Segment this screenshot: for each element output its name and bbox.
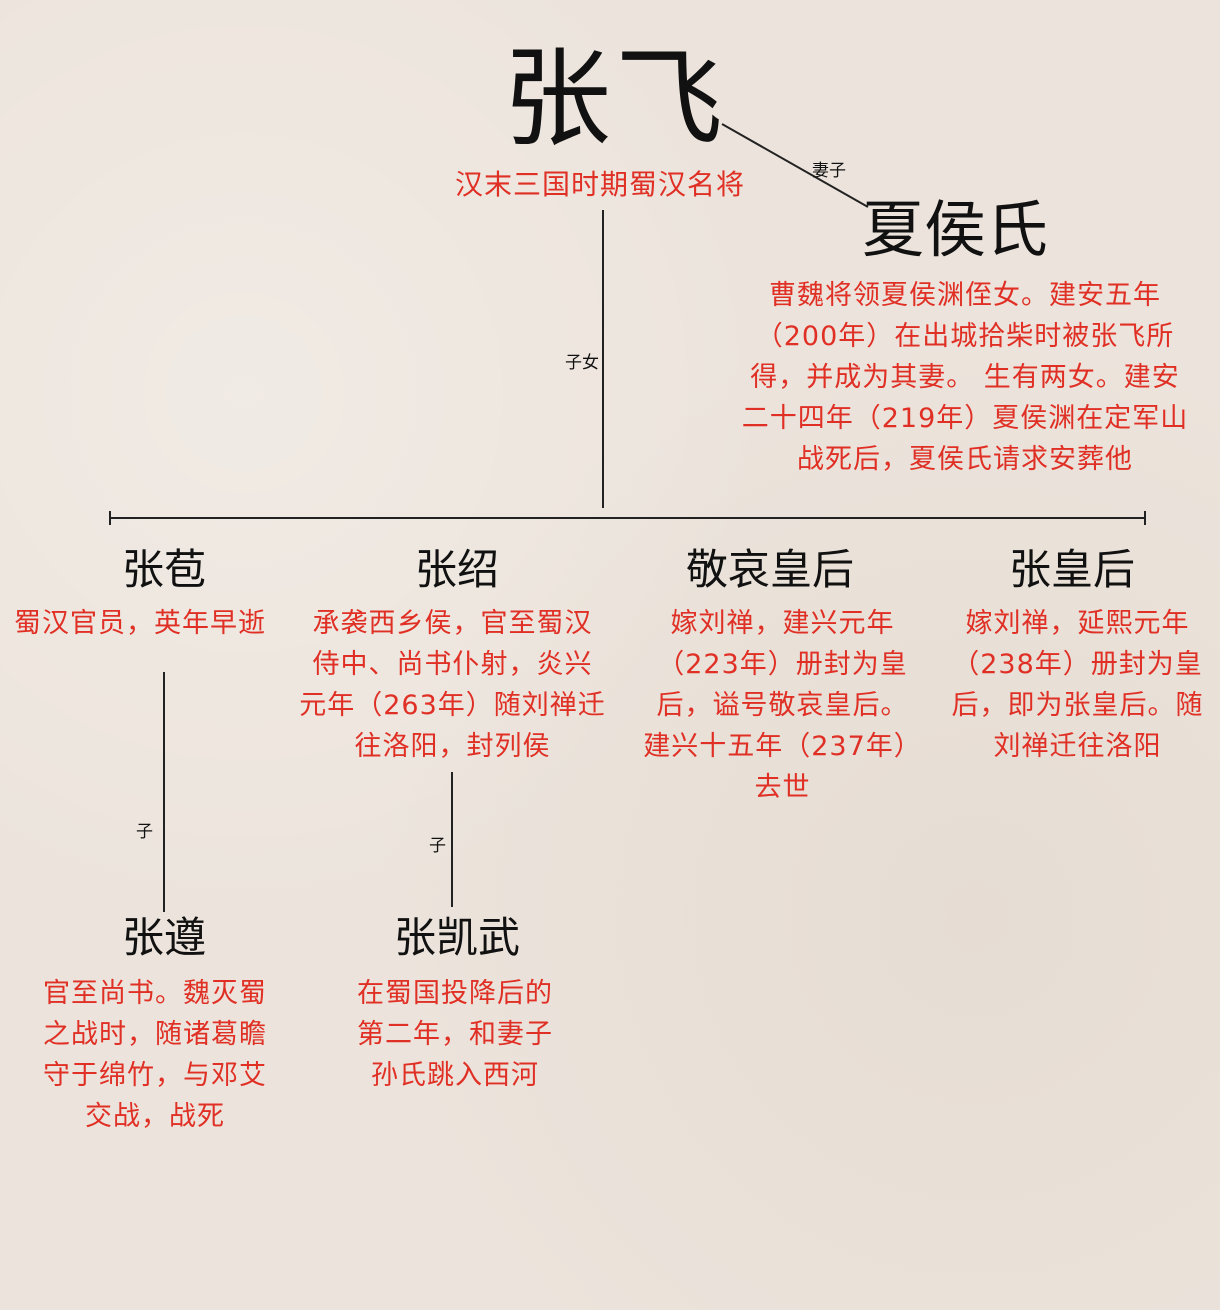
grandchild-desc-line: 之战时，随诸葛瞻 [43,1019,267,1050]
spouse-desc-line: 得，并成为其妻。 生有两女。建安 [750,362,1180,393]
child-desc-line: （223年）册封为皇 [657,649,908,680]
child-desc-line: （238年）册封为皇 [952,649,1203,680]
child-desc-line: 去世 [754,772,811,803]
grandchild-desc-line: 守于绵竹，与邓艾 [43,1060,267,1091]
root-desc: 汉末三国时期蜀汉名将 [454,168,745,201]
spouse-relation-label: 妻子 [812,161,846,181]
spouse-desc: 曹魏将领夏侯渊侄女。建安五年 （200年）在出城拾柴时被张飞所 得，并成为其妻。… [730,275,1200,480]
child-name-zhangbao: 张苞 [121,545,206,594]
grandchild-name-zhangkaiwu: 张凯武 [393,913,520,962]
grandchild-desc-line: 第二年，和妻子 [357,1019,553,1050]
child-desc-line: 蜀汉官员，英年早逝 [14,608,266,639]
child-desc-jingai-empress: 嫁刘禅，建兴元年 （223年）册封为皇 后，谥号敬哀皇后。 建兴十五年（237年… [630,603,935,808]
child-desc-line: 元年（263年）随刘禅迁 [299,690,606,721]
child-desc-zhangbao: 蜀汉官员，英年早逝 [0,603,280,644]
child-name-jingai-empress: 敬哀皇后 [685,545,854,594]
child-desc-line: 刘禅迁往洛阳 [993,731,1162,762]
grandchild-relation-label: 子 [429,836,446,856]
spouse-connector [721,123,869,208]
grandchild-desc-zhangkaiwu: 在蜀国投降后的 第二年，和妻子 孙氏跳入西河 [330,973,580,1096]
child-desc-line: 往洛阳，封列侯 [354,731,551,762]
child-name-zhang-empress: 张皇后 [1008,545,1135,594]
root-name: 张飞 [502,37,727,162]
grandchild-name-zhangzun: 张遵 [121,913,206,962]
spouse-desc-line: 二十四年（219年）夏侯渊在定军山 [741,403,1189,434]
child-desc-line: 后，即为张皇后。随 [951,690,1204,721]
grandchild-desc-line: 交战，战死 [85,1101,225,1132]
child-desc-line: 嫁刘禅，建兴元年 [670,608,895,639]
child-desc-zhang-empress: 嫁刘禅，延熙元年 （238年）册封为皇 后，即为张皇后。随 刘禅迁往洛阳 [935,603,1220,767]
grandchild-desc-line: 官至尚书。魏灭蜀 [43,978,267,1009]
grandchild-relation-label: 子 [136,822,153,842]
child-desc-zhangshao: 承袭西乡侯，官至蜀汉 侍中、尚书仆射，炎兴 元年（263年）随刘禅迁 往洛阳，封… [290,603,615,767]
child-desc-line: 承袭西乡侯，官至蜀汉 [312,608,593,639]
child-desc-line: 后，谥号敬哀皇后。 [656,690,909,721]
spouse-name: 夏侯氏 [861,193,1048,266]
child-desc-line: 侍中、尚书仆射，炎兴 [312,649,593,680]
child-name-zhangshao: 张绍 [414,545,499,594]
spouse-desc-line: 曹魏将领夏侯渊侄女。建安五年 [769,280,1161,311]
spouse-desc-line: （200年）在出城拾柴时被张飞所 [755,321,1175,352]
spouse-desc-line: 战死后，夏侯氏请求安葬他 [797,444,1133,475]
grandchild-desc-zhangzun: 官至尚书。魏灭蜀 之战时，随诸葛瞻 守于绵竹，与邓艾 交战，战死 [20,973,290,1137]
children-relation-label: 子女 [565,353,599,373]
grandchild-desc-line: 在蜀国投降后的 [357,978,553,1009]
grandchild-desc-line: 孙氏跳入西河 [371,1060,539,1091]
child-desc-line: 嫁刘禅，延熙元年 [965,608,1190,639]
child-desc-line: 建兴十五年（237年） [643,731,922,762]
